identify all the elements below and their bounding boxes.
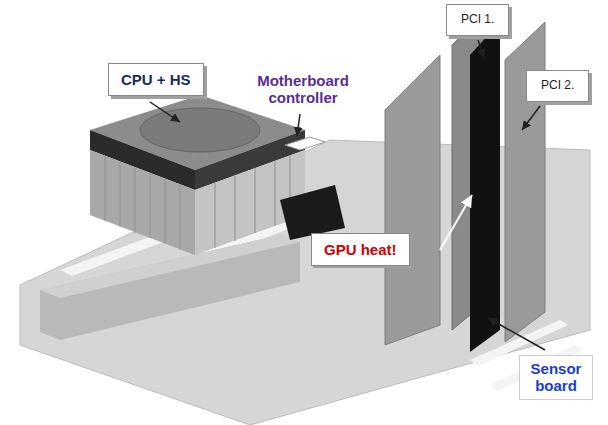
- cpu-callout: CPU + HS: [108, 63, 204, 96]
- heat-callout: GPU heat!: [311, 233, 410, 266]
- callout-text: CPU + HS: [121, 71, 191, 88]
- gpu-chip: [280, 185, 345, 240]
- callout-text: Sensor board: [526, 360, 586, 395]
- callout-text: PCI 2.: [541, 79, 574, 93]
- component-label: Motherboard controller: [243, 72, 363, 107]
- card-callout: PCI 2.: [526, 70, 589, 102]
- leader-line: [488, 318, 545, 350]
- sensor-card: [470, 22, 500, 352]
- fan: [140, 108, 260, 152]
- controller-chip: [285, 137, 325, 150]
- callout-text: GPU heat!: [324, 241, 397, 258]
- label-text: Motherboard controller: [243, 72, 363, 107]
- leader-line: [522, 106, 540, 130]
- leader-line: [440, 195, 472, 250]
- heatsink-fins: [90, 150, 195, 255]
- memory-block: [40, 235, 300, 340]
- callout-text: PCI 1.: [461, 13, 494, 27]
- leader-line: [150, 102, 180, 122]
- leader-line: [478, 40, 484, 58]
- pci-card: [385, 55, 440, 345]
- leader-line: [297, 114, 300, 136]
- card-callout: PCI 1.: [446, 4, 509, 36]
- sensor-callout: Sensor board: [519, 355, 593, 400]
